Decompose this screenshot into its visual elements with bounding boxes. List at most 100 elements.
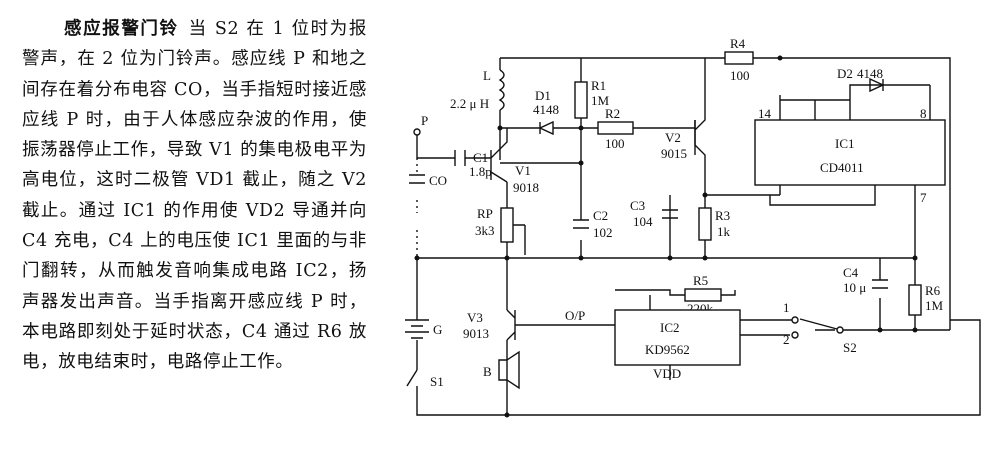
resistor-R3	[698, 207, 712, 241]
ic1-chip	[754, 119, 946, 186]
circuit-diagram: L 2.2 μ H R1 1M D1 4148 R2 100 R4 100 D2…	[405, 36, 981, 418]
junction-dot	[702, 192, 708, 198]
label-C2-value: 102	[593, 225, 613, 240]
label-P: P	[421, 113, 428, 128]
capacitor-C4	[872, 279, 888, 289]
label-S1: S1	[430, 374, 444, 389]
label-D1: D1	[535, 88, 551, 103]
label-L-value: 2.2 μ H	[450, 96, 489, 111]
s2-contact-1	[791, 316, 799, 324]
label-C3-value: 104	[633, 214, 653, 229]
label-IC2: IC2	[660, 320, 680, 335]
label-V3-value: 9013	[463, 326, 489, 341]
transistor-V2	[694, 92, 706, 158]
label-R1: R1	[591, 78, 606, 93]
junction-dot	[497, 125, 503, 131]
label-D2-value: 4148	[857, 66, 883, 81]
resistor-R2	[597, 121, 634, 135]
label-D1-value: 4148	[533, 102, 559, 117]
capacitor-C3	[662, 209, 678, 219]
label-S2: S2	[843, 340, 857, 355]
terminal-P	[413, 128, 421, 136]
label-C2: C2	[593, 208, 608, 223]
resistor-R6	[908, 284, 922, 316]
label-C1-value: 1.8p	[469, 164, 492, 179]
article-body: 当 S2 在 1 位时为报警声，在 2 位为门铃声。感应线 P 和地之间存在着分…	[22, 19, 367, 373]
label-S2-pos2: 2	[783, 332, 790, 347]
article-title: 感应报警门铃	[64, 19, 179, 39]
v3-wire	[506, 258, 615, 415]
junction-dot	[414, 255, 420, 261]
junction-dot	[777, 55, 783, 61]
top-rail-wire	[500, 57, 951, 330]
junction-dot	[912, 327, 918, 333]
junction-dot	[504, 412, 510, 418]
label-C4: C4	[843, 265, 859, 280]
label-R5: R5	[693, 273, 708, 288]
label-R1-value: 1M	[591, 93, 610, 108]
inductor-coil	[498, 69, 505, 111]
label-IC1-part: CD4011	[820, 160, 864, 175]
capacitor-C2	[573, 219, 589, 229]
label-C3: C3	[630, 198, 645, 213]
label-IC2-part: KD9562	[645, 342, 690, 357]
label-C4-value: 10 μ	[843, 280, 866, 295]
label-V1-value: 9018	[513, 180, 539, 195]
rp-wiper	[513, 224, 526, 255]
capacitor-C1	[454, 150, 466, 166]
label-R3-value: 1k	[717, 224, 731, 239]
label-S2-pos1: 1	[783, 300, 790, 315]
bottom-rail-wire	[416, 258, 981, 416]
junction-dot	[912, 255, 918, 261]
capacitor-CO	[409, 174, 425, 184]
label-R2: R2	[605, 106, 620, 121]
label-G: G	[433, 322, 442, 337]
battery-G	[405, 319, 429, 339]
ic2-chip	[614, 309, 741, 366]
switch-S1	[406, 369, 418, 390]
diode-D1	[538, 120, 554, 136]
ic1-wire	[769, 84, 931, 258]
label-RP-value: 3k3	[475, 223, 495, 238]
label-IC1: IC1	[835, 136, 855, 151]
label-V1: V1	[515, 163, 531, 178]
resistor-R5	[684, 288, 722, 302]
s2-lever	[799, 318, 838, 330]
label-C1: C1	[473, 150, 488, 165]
label-R4-value: 100	[730, 68, 750, 83]
label-CO: CO	[429, 173, 447, 188]
label-pin7: 7	[920, 190, 927, 205]
transistor-V1	[490, 128, 508, 183]
junction-dot	[578, 160, 584, 166]
junction-dot	[877, 327, 883, 333]
label-R2-value: 100	[605, 136, 625, 151]
resistor-R1	[574, 81, 588, 119]
junction-dot	[578, 255, 584, 261]
transistor-V3	[506, 309, 516, 341]
junction-dot	[578, 125, 584, 131]
label-B: B	[483, 364, 492, 379]
label-pin8: 8	[920, 106, 927, 121]
label-V3: V3	[467, 310, 483, 325]
label-V2-value: 9015	[661, 146, 687, 161]
description-text: 感应报警门铃当 S2 在 1 位时为报警声，在 2 位为门铃声。感应线 P 和地…	[22, 14, 367, 378]
junction-dot	[702, 255, 708, 261]
label-R6: R6	[925, 283, 941, 298]
diode-D2	[869, 77, 885, 93]
junction-dot	[504, 255, 510, 261]
label-R6-value: 1M	[925, 298, 944, 313]
label-R3: R3	[715, 208, 730, 223]
label-VDD: VDD	[653, 366, 681, 381]
label-V2: V2	[665, 130, 681, 145]
s2-common	[836, 326, 844, 334]
potentiometer-RP	[500, 207, 514, 243]
junction-dot	[667, 255, 673, 261]
p-line-wire	[416, 132, 491, 159]
label-OP: O/P	[565, 308, 585, 323]
label-L: L	[483, 68, 491, 83]
s2-contact-2	[791, 331, 799, 339]
label-D2: D2	[837, 66, 853, 81]
label-RP: RP	[477, 206, 493, 221]
label-R4: R4	[730, 36, 746, 51]
label-pin14: 14	[758, 106, 772, 121]
